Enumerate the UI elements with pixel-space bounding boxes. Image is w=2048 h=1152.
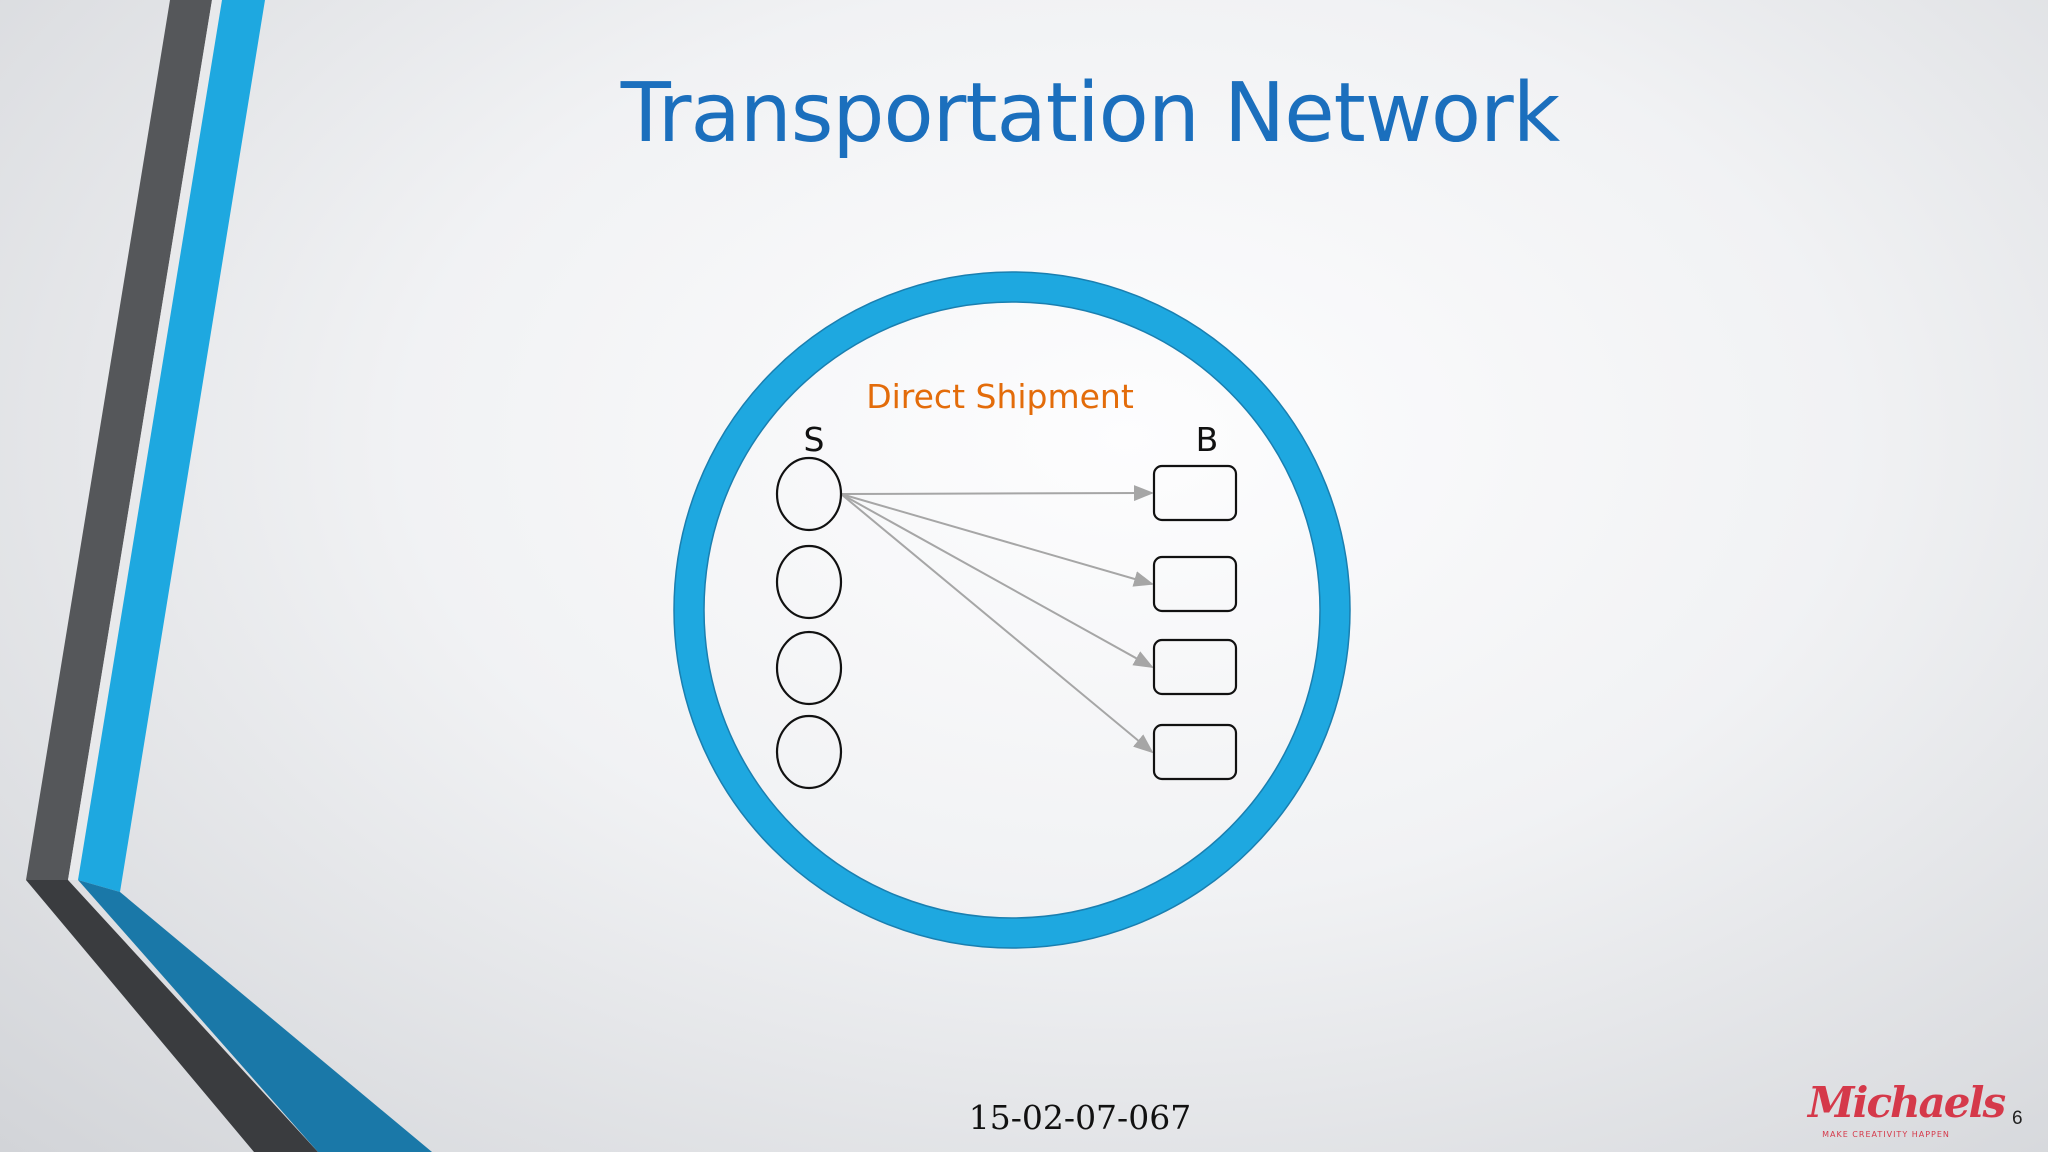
diagram-heading: Direct Shipment bbox=[866, 377, 1134, 416]
shipment-arrow bbox=[840, 485, 1154, 502]
shipment-arrow bbox=[840, 493, 1154, 668]
page-number: 6 bbox=[2012, 1108, 2023, 1129]
slide-title: Transportation Network bbox=[620, 66, 1561, 161]
shipment-arrow bbox=[840, 493, 1154, 587]
dark-stripe bbox=[26, 0, 212, 880]
buyer-nodes bbox=[1152, 464, 1238, 781]
supplier-node bbox=[775, 714, 843, 790]
supplier-node bbox=[775, 544, 843, 620]
footer-id: 15-02-07-067 bbox=[968, 1098, 1192, 1137]
supplier-node bbox=[775, 456, 843, 532]
buyer-node bbox=[1152, 555, 1238, 613]
shipment-arrows bbox=[840, 485, 1154, 754]
shipment-arrow bbox=[840, 493, 1154, 754]
supplier-node bbox=[775, 630, 843, 706]
network-ring-outline-inner bbox=[703, 301, 1321, 919]
blue-stripe-lower bbox=[78, 880, 432, 1152]
network-ring-outline-outer bbox=[673, 271, 1351, 949]
buyer-node bbox=[1152, 464, 1238, 522]
supplier-nodes bbox=[775, 456, 843, 790]
blue-stripe bbox=[78, 0, 265, 892]
logo-tagline: MAKE CREATIVITY HAPPEN bbox=[1822, 1130, 1950, 1139]
dark-stripe-lower bbox=[26, 880, 318, 1152]
buyer-node bbox=[1152, 723, 1238, 781]
buyer-column-label: B bbox=[1196, 420, 1219, 459]
light-stripe-gap bbox=[68, 0, 222, 880]
supplier-column-label: S bbox=[804, 420, 825, 459]
network-ring bbox=[674, 272, 1350, 948]
logo-wordmark: Michaels bbox=[1808, 1078, 2006, 1127]
michaels-logo: Michaels MAKE CREATIVITY HAPPEN bbox=[1808, 1078, 2006, 1140]
buyer-node bbox=[1152, 638, 1238, 696]
